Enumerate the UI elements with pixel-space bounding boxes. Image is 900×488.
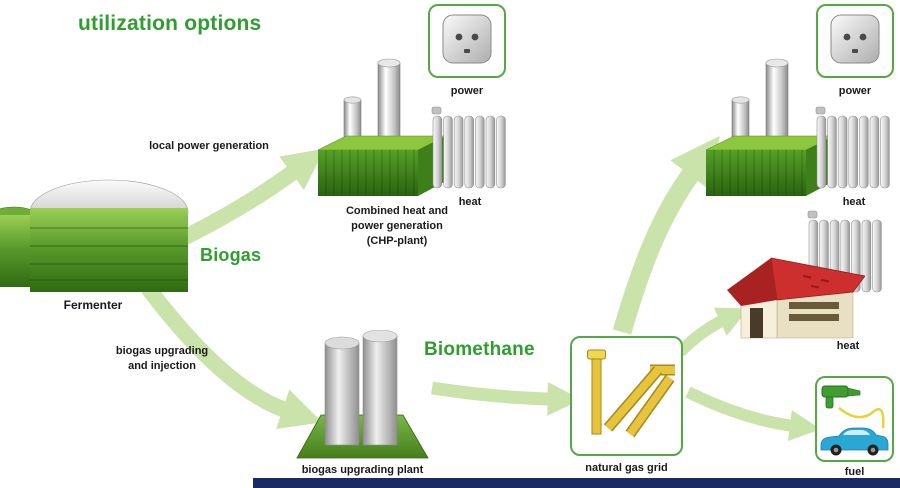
power-right-label: power [838,85,872,97]
power-outlet-right-icon [816,4,894,78]
footer-bar [253,478,900,488]
house-icon [725,246,866,351]
power-left-label: power [450,85,484,97]
fermenter-icon [0,172,195,302]
arrow-upgrading-label: biogas upgrading and injection [115,345,209,372]
gas-grid-label: natural gas grid [585,462,668,474]
gas-grid-icon [570,336,683,456]
power-outlet-left-icon [428,4,506,78]
page-title: utilization options [78,12,262,35]
fuel-hose [838,407,885,429]
house-roof-front [727,258,777,306]
plant-cylinder-1 [324,342,360,446]
fuel-label: fuel [844,466,865,478]
biomethane-label: Biomethane [424,339,535,360]
gas-pipe-diagonal [604,367,662,431]
car-body [820,427,889,451]
arrow-local-power-label: local power generation [149,140,269,152]
biogas-label: Biogas [200,245,262,265]
arrow-to-fuel [685,386,821,441]
gas-pipe-vertical [591,357,602,435]
arrow-to-house [675,307,749,357]
plant-cylinder-2 [362,335,398,446]
arrow-upgrading [141,283,323,429]
arrow-to-grid [431,381,582,416]
heat-right-label: heat [842,196,866,208]
fuel-nozzle [821,385,849,398]
chp-caption: Combined heat and power generation (CHP-… [345,205,449,247]
radiator-right-icon [814,106,894,199]
upgrading-plant-icon [295,329,430,465]
house-window-1 [789,302,839,309]
upgrading-plant-label: biogas upgrading plant [301,464,424,476]
fuel-icon [815,376,894,462]
house-door [750,308,763,338]
fermenter-tank [30,208,188,292]
fermenter-label: Fermenter [63,298,123,312]
plant-mound [296,414,429,459]
radiator-left-icon [430,106,510,199]
house-window-2 [789,314,839,321]
heat-left-label: heat [458,196,482,208]
arrow-grid-to-chp [612,135,720,335]
house-heat-label: heat [836,340,860,352]
